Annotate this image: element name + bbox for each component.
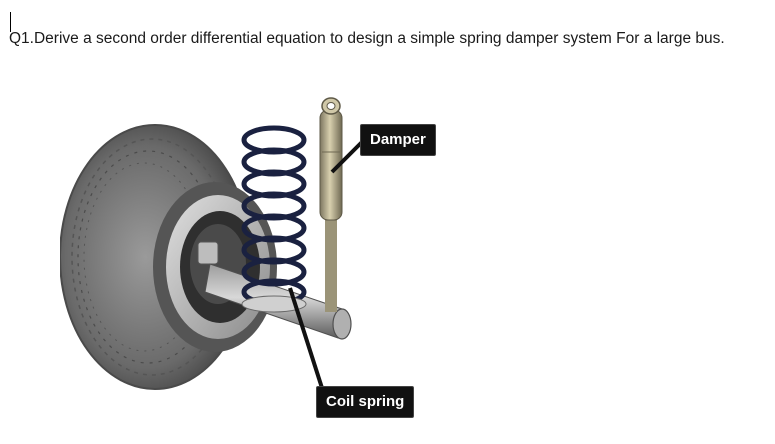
text-cursor [10, 12, 11, 32]
damper [319, 97, 343, 312]
damper-label: Damper [360, 124, 436, 156]
spring-seat [241, 295, 307, 313]
question-text: Q1.Derive a second order differential eq… [9, 29, 725, 47]
suspension-illustration [60, 97, 364, 390]
damper-leader-line [330, 140, 364, 174]
coil-spring-label: Coil spring [316, 386, 415, 418]
coil-spring-leader-line [288, 287, 324, 389]
